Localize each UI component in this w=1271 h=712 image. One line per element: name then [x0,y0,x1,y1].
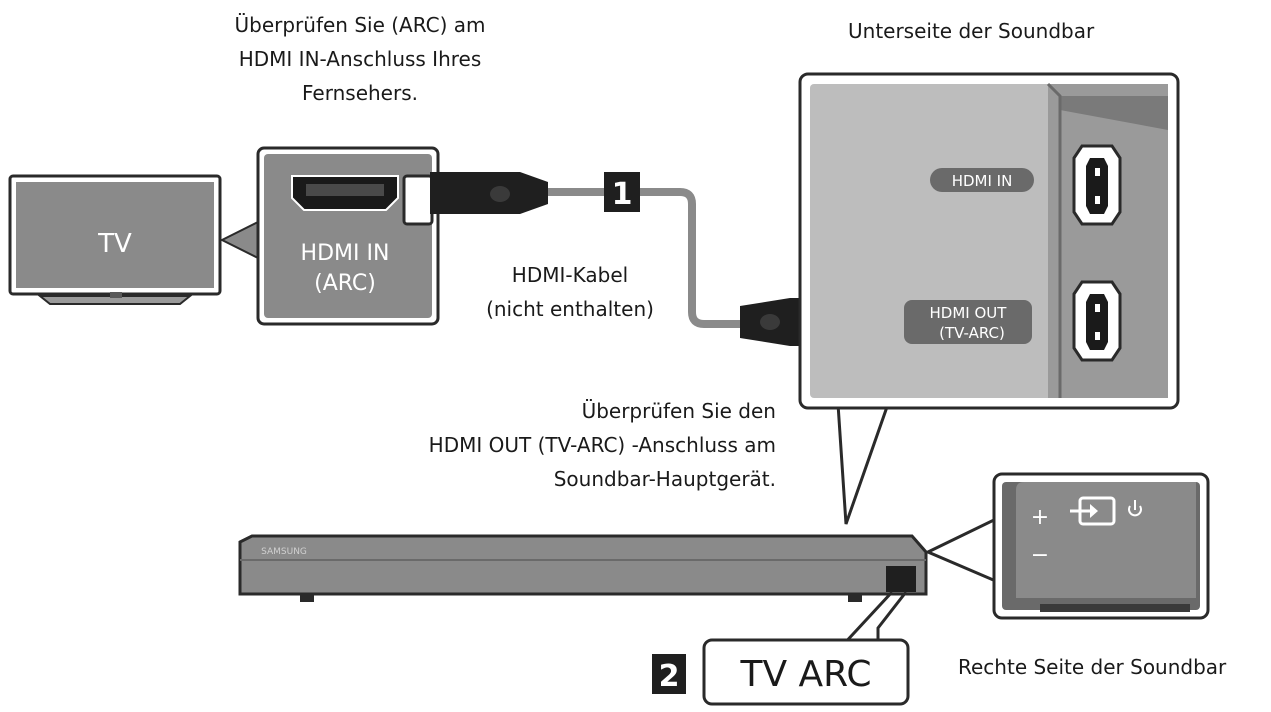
tv-arc-label-big: TV ARC [739,654,871,695]
tv-port-note-line-1: Überprüfen Sie (ARC) am [234,13,486,37]
hdmi-in-port-label: HDMI IN [952,172,1013,190]
tv-port-note-line-2: HDMI IN-Anschluss Ihres [238,47,482,71]
soundbar-port-note-line-3: Soundbar-Hauptgerät. [553,467,776,491]
soundbar-right-label: Rechte Seite der Soundbar [958,655,1227,679]
tv-label: TV [97,229,132,259]
power-icon [1128,500,1142,517]
soundbar-port-note: Überprüfen Sie den HDMI OUT (TV-ARC) -An… [330,394,776,496]
cable-label: HDMI-Kabel (nicht enthalten) [460,258,680,326]
tv-port-note-line-3: Fernsehers. [302,81,418,105]
soundbar-bottom-callout: HDMI IN HDMI OUT (TV-ARC) [798,72,1180,525]
source-input-icon [1070,496,1116,526]
soundbar-port-note-line-2: HDMI OUT (TV-ARC) -Anschluss am [428,433,776,457]
tv-arc-port-label: (TV-ARC) [939,324,1005,342]
soundbar-port-note-line-1: Überprüfen Sie den [581,399,776,423]
tv-port-note: Überprüfen Sie (ARC) am HDMI IN-Anschlus… [180,8,540,110]
tv-arc-label: (ARC) [314,271,376,296]
tv-hdmi-callout: HDMI IN (ARC) [219,146,440,326]
hdmi-out-port-label: HDMI OUT [930,304,1008,322]
step-1-badge: 1 [604,172,640,212]
tv-arc-callout: 2 TV ARC [652,638,910,706]
tv-illustration: TV [8,174,222,305]
soundbar-right-callout: + − [924,472,1210,620]
step-1-number: 1 [612,177,633,212]
soundbar-unit: SAMSUNG [238,534,928,656]
tv-hdmi-in-label: HDMI IN [301,241,390,266]
cable-label-line-2: (nicht enthalten) [486,297,654,321]
step-2-badge [652,654,686,694]
soundbar-brand: SAMSUNG [261,547,307,557]
step-2-number: 2 [659,659,680,694]
volume-minus-label: − [1031,543,1049,568]
soundbar-bottom-label: Unterseite der Soundbar [848,19,1095,43]
cable-label-line-1: HDMI-Kabel [511,263,629,287]
volume-plus-label: + [1031,505,1049,530]
